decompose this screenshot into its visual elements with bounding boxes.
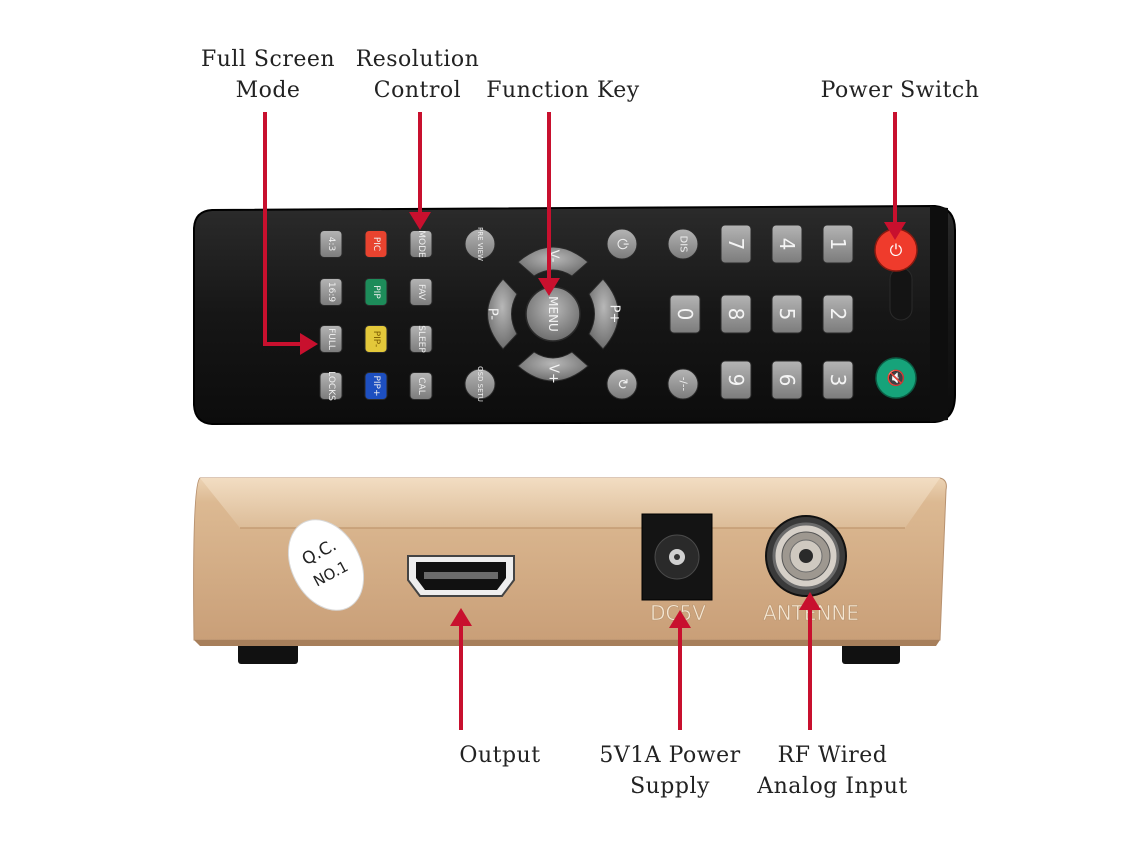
callout-function-key: Function Key <box>486 78 640 103</box>
antenna-connector[interactable] <box>765 515 847 597</box>
dpad-p[interactable]: P- <box>485 278 518 350</box>
remote-key-full[interactable]: FULL <box>319 325 343 353</box>
dpad-v[interactable]: V+ <box>517 351 589 384</box>
callout-line-2: Mode <box>235 78 301 103</box>
remote-key-label: MODE <box>416 230 426 258</box>
dpad-p[interactable]: P+ <box>588 278 622 350</box>
callout-arrows <box>263 112 897 730</box>
remote-key-label: 2 <box>826 308 850 321</box>
remote-key-8[interactable]: 8 <box>720 294 752 334</box>
remote-key-label: 6 <box>775 374 799 387</box>
callout-resolution-control: Resolution Control <box>350 44 485 106</box>
remote-key-label: 16:9 <box>326 282 336 302</box>
power-button[interactable]: ⏻ <box>874 228 918 272</box>
callout-line-2: Control <box>373 78 462 103</box>
remote-key-0[interactable]: 0 <box>669 294 701 334</box>
callout-rf-input: RF Wired Analog Input <box>750 740 915 802</box>
qc-sticker: Q.C. NO.1 <box>287 519 365 611</box>
callout-line-1: 5V1A Power <box>599 743 741 768</box>
remote-key-7[interactable]: 7 <box>720 224 752 264</box>
remote-key-osd-setu[interactable]: OSD SETU <box>464 366 496 402</box>
remote-key-pip[interactable]: PIP+ <box>364 372 388 400</box>
remote-key-pre-view[interactable]: PRE VIEW <box>464 227 496 261</box>
remote-key-key[interactable]: ↻ <box>606 368 638 400</box>
hdmi-port[interactable] <box>407 555 515 597</box>
dpad-label: P- <box>485 308 500 321</box>
remote-key-sleep[interactable]: SLEEP <box>409 325 433 353</box>
arrow-full-screen <box>263 112 302 346</box>
remote-key-3[interactable]: 3 <box>822 360 854 400</box>
remote-key-label: FAV <box>416 284 426 301</box>
remote-key-label: PIP- <box>371 331 381 348</box>
remote-key-label: CAL <box>416 377 426 394</box>
remote-key-mode[interactable]: MODE <box>409 230 433 258</box>
remote-key-label: PIP+ <box>371 375 381 396</box>
remote-key-label: PIC <box>371 237 381 251</box>
remote-key-pip[interactable]: PIP <box>364 278 388 306</box>
dc-label: DC5V <box>650 601 706 625</box>
remote-key-2[interactable]: 2 <box>822 294 854 334</box>
rubber-foot-left <box>238 642 298 664</box>
remote-key-label: 0 <box>673 308 697 321</box>
remote-key-4-3[interactable]: 4:3 <box>319 230 343 258</box>
remote-key-pip[interactable]: PIP- <box>364 325 388 353</box>
callout-line-1: RF Wired <box>777 743 888 768</box>
callout-line-2: Analog Input <box>757 774 908 799</box>
remote-keys: 4:3 PIC MODE 16:9 PIP FAV FULL PIP- SLEEP LOCKS PI… <box>319 224 918 402</box>
remote-key-label: ↻ <box>614 378 630 390</box>
remote-key-label: 7 <box>724 238 748 251</box>
dpad-label: V+ <box>546 364 561 384</box>
remote-key-label: PIP <box>371 285 381 299</box>
rubber-foot-right <box>842 642 900 664</box>
callout-line-1: Resolution <box>355 47 480 72</box>
callout-line-2: Supply <box>630 774 710 799</box>
dpad-menu-button[interactable]: MENU <box>525 286 581 342</box>
remote-key-label: 4:3 <box>326 237 336 251</box>
remote-key-1[interactable]: 1 <box>822 224 854 264</box>
dc-power-jack[interactable] <box>641 513 713 601</box>
remote-key-cal[interactable]: CAL <box>409 372 433 400</box>
remote-key-5[interactable]: 5 <box>771 294 803 334</box>
remote-key-label: FULL <box>326 328 336 350</box>
remote-key-label: ⏻ <box>614 238 630 249</box>
remote-key-locks[interactable]: LOCKS <box>319 371 343 401</box>
arrowheads <box>300 212 906 628</box>
remote-key-label: 3 <box>826 374 850 387</box>
remote-key-4[interactable]: 4 <box>771 224 803 264</box>
remote-key-label: -/-- <box>678 377 689 392</box>
remote-key-6[interactable]: 6 <box>771 360 803 400</box>
remote-key-label: 9 <box>724 374 748 387</box>
remote-key-fav[interactable]: FAV <box>409 278 433 306</box>
callout-line-1: Full Screen <box>200 47 336 72</box>
dpad-label: P+ <box>607 305 622 324</box>
remote-key-label: SLEEP <box>416 325 426 353</box>
remote-key-label: PRE VIEW <box>476 227 484 261</box>
remote-key-label: 8 <box>724 308 748 321</box>
remote-key-label: DIS <box>678 236 689 253</box>
tv-tuner-box <box>193 477 947 664</box>
power-icon: ⏻ <box>890 241 903 260</box>
dpad-label: MENU <box>546 296 560 332</box>
remote-key-label: OSD SETU <box>476 366 484 402</box>
remote-key-16-9[interactable]: 16:9 <box>319 278 343 306</box>
remote-key-label: LOCKS <box>326 371 336 401</box>
callout-output: Output <box>459 743 541 768</box>
remote-key-label: 4 <box>775 238 799 251</box>
remote-key-label: 1 <box>826 238 850 251</box>
callout-full-screen-mode: Full Screen Mode <box>198 44 338 106</box>
remote-key-key[interactable]: ⏻ <box>606 228 638 260</box>
remote-key-dis[interactable]: DIS <box>667 228 699 260</box>
remote-key-key[interactable]: -/-- <box>667 368 699 400</box>
remote-key-9[interactable]: 9 <box>720 360 752 400</box>
remote-key-label: 5 <box>775 308 799 321</box>
mute-icon: 🔇 <box>887 369 906 387</box>
callout-power-switch: Power Switch <box>820 78 980 103</box>
mute-button[interactable]: 🔇 <box>875 357 917 399</box>
remote-key-pic[interactable]: PIC <box>364 230 388 258</box>
callout-power-supply: 5V1A Power Supply <box>590 740 750 802</box>
